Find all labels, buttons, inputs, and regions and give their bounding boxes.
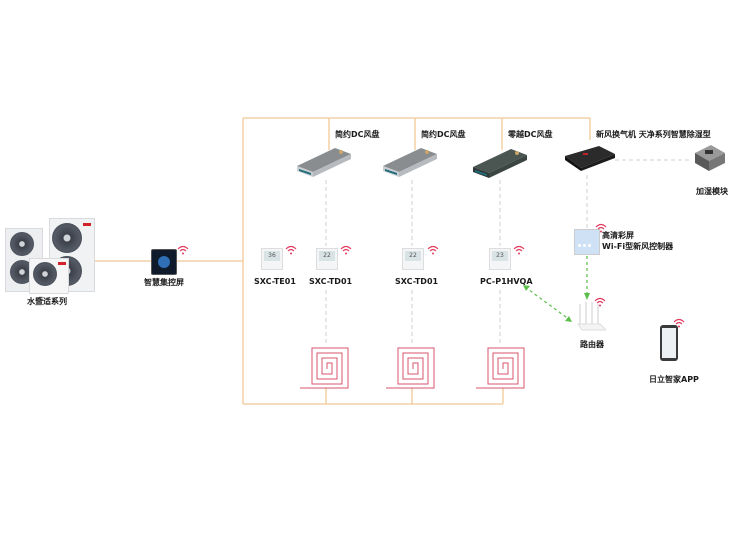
wifi-signal-icon — [594, 292, 606, 307]
fan-coil-label: 零越DC风盘 — [508, 130, 553, 139]
smartphone-icon[interactable] — [660, 325, 678, 361]
wifi-signal-icon — [673, 313, 685, 328]
app-label: 日立智家APP — [649, 375, 699, 384]
arrow-icon — [523, 285, 530, 291]
fan-coil-label: 简约DC风盘 — [335, 130, 380, 139]
ventilator-icon[interactable] — [563, 144, 617, 172]
thermostat-label: SXC-TD01 — [395, 277, 439, 286]
thermostat-label: SXC-TE01 — [254, 277, 296, 286]
thermostat-display: 22 — [319, 251, 335, 261]
thermostat-display: 23 — [492, 251, 508, 261]
wifi-signal-icon — [427, 240, 439, 255]
central-controller-label: 智慧集控屏 — [144, 278, 184, 287]
thermostat-label: PC-P1HVQA — [480, 277, 533, 286]
wifi-signal-icon — [177, 240, 189, 255]
floor-heating-coils — [300, 347, 525, 389]
outdoor-unit-icon — [5, 218, 95, 294]
ducted-fan-coil-icon[interactable] — [381, 142, 439, 178]
floor-heating-coil-icon — [386, 347, 435, 389]
wifi-controller-icon[interactable] — [574, 229, 600, 255]
thermostat-label: SXC-TD01 — [309, 277, 353, 286]
touch-panel-icon[interactable] — [151, 249, 177, 275]
humidifier-module-icon[interactable] — [693, 143, 727, 173]
humidifier-label: 加湿模块 — [696, 187, 728, 196]
wifi-signal-icon — [340, 240, 352, 255]
fresh-air-label: 新风换气机 天净系列智慧除湿型 — [596, 130, 711, 139]
floor-heating-coil-icon — [476, 347, 525, 389]
ducted-fan-coil-icon[interactable] — [295, 142, 353, 178]
wifi-signal-icon — [595, 218, 607, 233]
thermostat-panel[interactable]: 36 — [261, 248, 283, 270]
thermostat-panel[interactable]: 22 — [316, 248, 338, 270]
wireless-links — [524, 256, 588, 321]
thermostat-display: 36 — [264, 251, 280, 261]
ducted-fan-coil-icon[interactable] — [471, 143, 529, 179]
arrow-icon — [565, 316, 572, 322]
outdoor-unit-label: 水暨适系列 — [27, 297, 67, 306]
control-links — [325, 159, 690, 345]
thermostat-panel[interactable]: 22 — [402, 248, 424, 270]
arrow-icon — [584, 293, 590, 300]
thermostat-panel[interactable]: 23 — [489, 248, 511, 270]
wifi-signal-icon — [513, 240, 525, 255]
router-label: 路由器 — [580, 340, 604, 349]
wifi-controller-line2: Wi-Fi型新风控制器 — [602, 242, 674, 251]
water-pipe-loop — [90, 117, 591, 405]
fan-coil-label: 简约DC风盘 — [421, 130, 466, 139]
wifi-controller-line1: 高清彩屏 — [602, 231, 634, 240]
router-icon[interactable] — [576, 302, 608, 332]
wifi-signal-icon — [285, 240, 297, 255]
floor-heating-coil-icon — [300, 347, 349, 389]
thermostat-display: 22 — [405, 251, 421, 261]
